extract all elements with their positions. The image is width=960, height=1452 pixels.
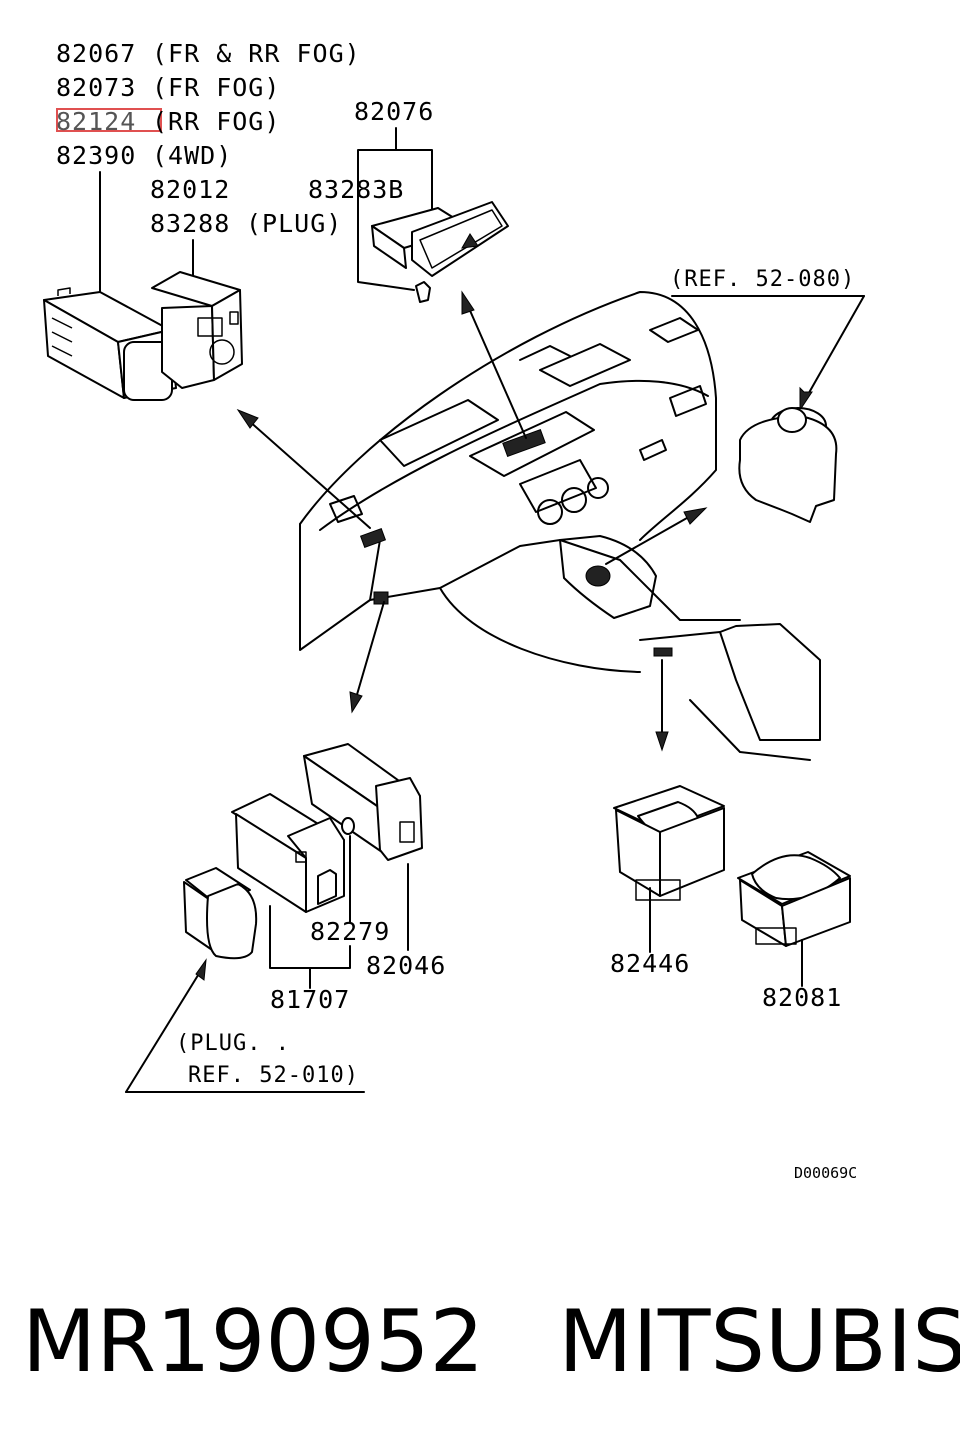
switch-base-part: [151, 271, 243, 389]
highlight-box: [56, 108, 162, 132]
callout-part: 82081: [762, 983, 842, 1012]
leader-line: [805, 295, 865, 399]
dimmer-switch-part: [231, 793, 345, 913]
window-switch-part: [613, 785, 725, 901]
callout-note: (FR & RR FOG): [152, 39, 361, 68]
callout-part: 83283B: [308, 175, 404, 204]
fog-switch-part: [43, 287, 177, 401]
arrow-head: [195, 958, 207, 981]
footer-caption: MR190952 MITSUBISHI: [0, 1272, 960, 1412]
hazard-callouts: 82076 83283B: [308, 97, 434, 204]
ref-label: (REF. 52-080): [670, 267, 855, 292]
lower-left-callouts: 82279 82046 81707 (PLUG. . REF. 52-010): [176, 917, 446, 1088]
arrow-head: [799, 386, 813, 412]
diagram-code: D00069C: [794, 1164, 857, 1182]
dashboard-illustration: [299, 291, 821, 761]
callout-part: 82067: [56, 39, 136, 68]
ref-label: REF. 52-010): [188, 1063, 359, 1088]
callout-note: (PLUG): [246, 209, 342, 238]
callout-note: (RR FOG): [152, 107, 280, 136]
leader-line: [125, 971, 201, 1093]
rheostat-switch-part: [303, 743, 423, 861]
mirror-switch-part: [738, 407, 838, 523]
part-number: MR190952: [22, 1292, 485, 1392]
ref-label: (PLUG. .: [176, 1031, 290, 1056]
seat-heater-switch-part: [737, 851, 851, 947]
callout-part-highlighted: 82124: [56, 107, 136, 136]
callout-part: 82446: [610, 949, 690, 978]
callout-part: 82390: [56, 141, 136, 170]
location-arrows: [236, 290, 708, 752]
callout-part: 82046: [366, 951, 446, 980]
hazard-switch-part: [371, 201, 509, 303]
callout-part: 83288: [150, 209, 230, 238]
callout-part: 81707: [270, 985, 350, 1014]
fog-switch-callouts: 82067 (FR & RR FOG) 82073 (FR FOG) 82124…: [56, 39, 361, 238]
brand-name: MITSUBISHI: [558, 1292, 960, 1392]
plug-part: [183, 867, 258, 960]
callout-part: 82073: [56, 73, 136, 102]
lower-right-callouts: 82446 82081: [610, 949, 842, 1012]
callout-part: 82012: [150, 175, 230, 204]
callout-part: 82076: [354, 97, 434, 126]
callout-note: (FR FOG): [152, 73, 280, 102]
leader-line: [357, 175, 415, 291]
bulb-socket: [415, 281, 431, 303]
callout-note: (4WD): [152, 141, 232, 170]
